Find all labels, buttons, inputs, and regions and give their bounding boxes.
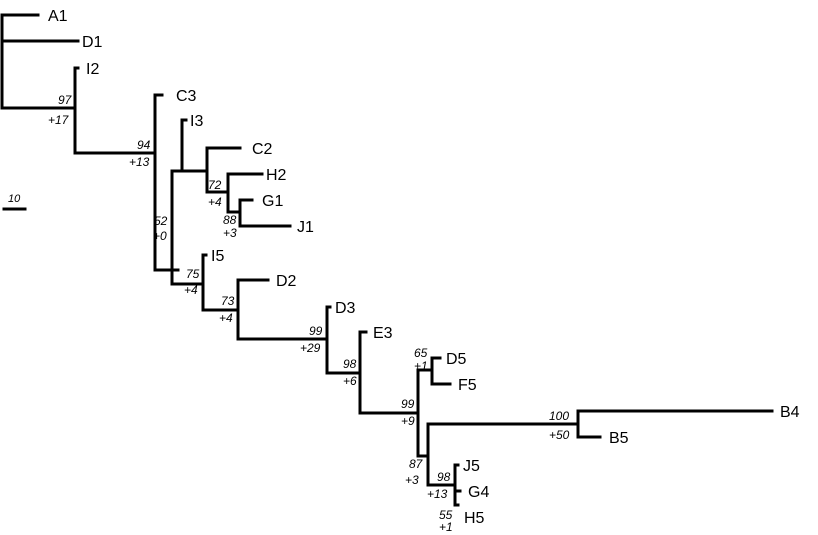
leaf-E3: E3: [373, 325, 393, 342]
branch-n99b: [416, 368, 434, 458]
support-bottom: +6: [343, 374, 357, 388]
branch-n97: [73, 66, 157, 155]
support-top: 73: [221, 294, 235, 308]
leaf-B5: B5: [609, 430, 629, 447]
support-bottom: +13: [427, 487, 448, 501]
support-bottom: +3: [223, 226, 237, 240]
leaf-F5: F5: [458, 377, 477, 394]
leaf-G1: G1: [262, 193, 283, 210]
support-bottom: +9: [401, 414, 415, 428]
leaf-D1: D1: [82, 34, 103, 51]
support-bottom: +4: [184, 283, 198, 297]
support-top: 94: [137, 138, 151, 152]
branch-root: [0, 13, 80, 110]
support-bottom: +4: [219, 311, 233, 325]
support-top: 88: [223, 213, 237, 227]
branch-n75: [170, 268, 205, 286]
branch-n99a: [325, 305, 362, 375]
support-bottom: +1: [439, 520, 453, 534]
leaf-G4: G4: [468, 484, 489, 501]
branch-n87: [426, 422, 580, 487]
support-top: 98: [343, 357, 357, 371]
branch-n88: [238, 198, 292, 228]
leaf-labels: A1 D1 I2 C3 I3 C2 H2 G1 J1 I5 D2 D3 E3 D…: [48, 8, 800, 527]
support-bottom: +50: [549, 428, 570, 442]
branch-c2-clade: [205, 146, 242, 194]
leaf-B4: B4: [780, 404, 800, 421]
branch-n72: [226, 172, 264, 214]
branch-n98a: [358, 330, 420, 415]
leaf-H2: H2: [266, 167, 287, 184]
branch-n100: [576, 409, 774, 439]
leaf-C3: C3: [176, 88, 197, 105]
support-top: 75: [186, 267, 200, 281]
branch-i3-clade: [180, 118, 209, 173]
branch-n65: [430, 356, 452, 386]
leaf-I2: I2: [86, 61, 99, 78]
support-bottom: +13: [129, 155, 150, 169]
leaf-C2: C2: [252, 141, 273, 158]
support-top: 99: [401, 397, 415, 411]
branch-i3-stem: [170, 169, 184, 272]
support-bottom: +17: [48, 113, 70, 127]
support-top: 100: [549, 409, 569, 423]
leaf-I3: I3: [190, 113, 203, 130]
leaf-D2: D2: [276, 273, 297, 290]
branch-n98b: [453, 463, 462, 507]
leaf-D3: D3: [335, 300, 356, 317]
branches: [0, 13, 774, 507]
support-top: 99: [309, 324, 323, 338]
leaf-A1: A1: [48, 8, 68, 25]
support-bottom: +0: [153, 229, 167, 243]
support-top: 65: [414, 346, 428, 360]
support-bottom: +29: [300, 341, 321, 355]
leaf-J1: J1: [297, 219, 314, 236]
leaf-J5: J5: [463, 458, 480, 475]
support-top: 87: [409, 457, 424, 471]
support-bottom: +4: [208, 195, 222, 209]
support-bottom: +1: [414, 359, 428, 373]
support-top: 55: [439, 508, 453, 522]
support-values: 97 +17 94 +13 52 +0 72 +4 88 +3 75 +4 73…: [48, 93, 570, 534]
support-top: 98: [437, 470, 451, 484]
scale-bar-label: 10: [8, 193, 21, 205]
branch-n94: [153, 93, 174, 272]
support-bottom: +3: [405, 473, 419, 487]
support-top: 97: [58, 93, 73, 107]
support-top: 52: [154, 214, 168, 228]
leaf-D5: D5: [446, 351, 467, 368]
leaf-I5: I5: [211, 248, 224, 265]
branch-n73: [236, 278, 329, 341]
support-top: 72: [208, 178, 222, 192]
leaf-H5: H5: [464, 510, 485, 527]
branch-i5-clade: [201, 253, 240, 312]
